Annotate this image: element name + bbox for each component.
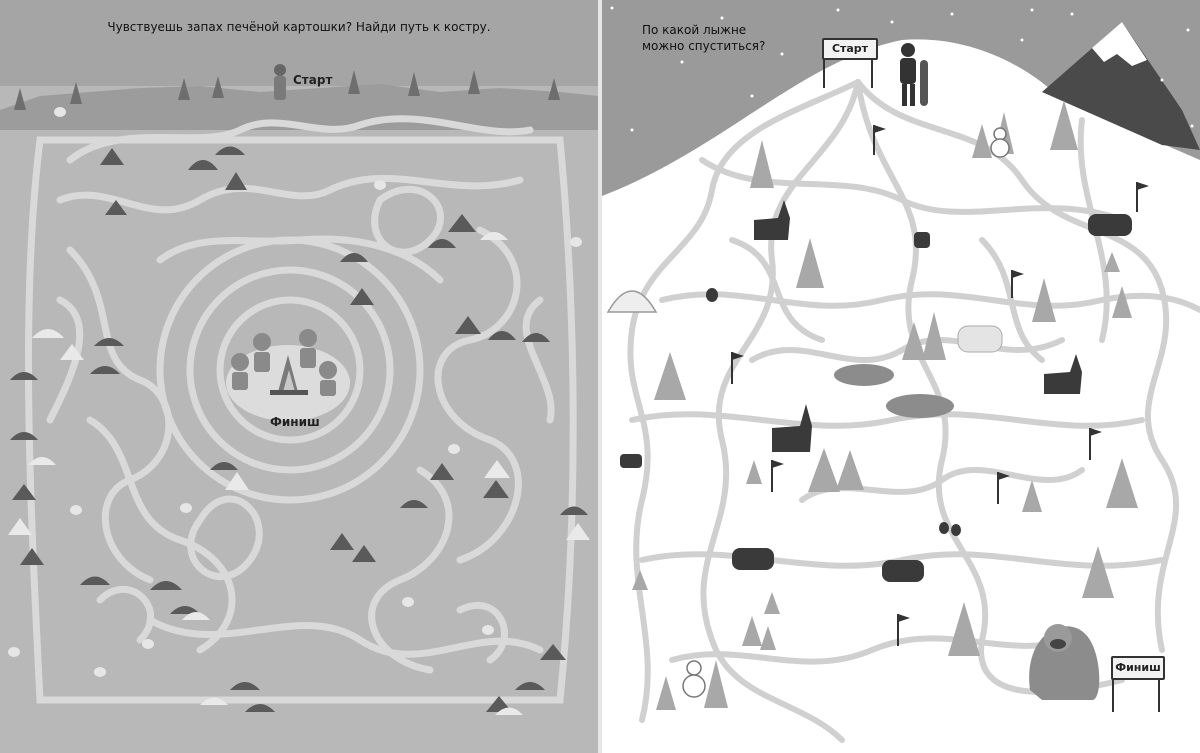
forest-sky <box>0 0 598 86</box>
right-instruction-line-1: По какой лыжне <box>642 23 747 37</box>
maze-walls <box>24 115 577 704</box>
ski-flag-pennants <box>732 125 1149 622</box>
yeti <box>1029 624 1100 700</box>
start-child-figure <box>274 64 286 100</box>
campfire <box>270 355 308 395</box>
forest-maze-illustration <box>0 0 598 715</box>
right-start-sign: Старт <box>822 38 878 60</box>
right-page-ski-maze: По какой лыжне можно спуститься? Старт Ф… <box>602 0 1200 753</box>
deer <box>1044 354 1082 394</box>
forest-hill <box>0 84 598 130</box>
right-maze-instruction: По какой лыжне можно спуститься? <box>642 22 765 54</box>
ski-maze-illustration <box>602 6 1200 753</box>
penguin <box>939 522 949 534</box>
sign-posts <box>823 56 1160 712</box>
light-tents <box>8 232 590 715</box>
animals <box>620 200 1132 582</box>
skier-figure <box>900 43 928 106</box>
left-finish-label: Финиш <box>270 415 320 429</box>
deer <box>772 404 812 452</box>
campers <box>231 329 337 396</box>
igloo <box>606 290 658 313</box>
bear <box>732 548 774 570</box>
fox <box>620 454 642 468</box>
fox <box>914 232 930 248</box>
right-finish-sign: Финиш <box>1111 656 1165 680</box>
frozen-pond <box>886 394 954 418</box>
deer <box>754 200 790 240</box>
penguin <box>706 288 718 302</box>
mountain-peak <box>1042 22 1200 150</box>
page-gutter <box>598 0 602 753</box>
treeline <box>14 70 560 110</box>
frozen-pond <box>834 364 894 386</box>
snowmen <box>682 127 1010 698</box>
right-instruction-line-2: можно спуститься? <box>642 39 766 53</box>
left-page-forest-maze: Чувствуешь запах печёной картошки? Найди… <box>0 0 598 753</box>
snow-dots <box>610 6 1194 132</box>
polar-bear <box>957 325 1003 353</box>
bear <box>882 560 924 582</box>
mountain-snowcap <box>1092 22 1147 66</box>
penguin <box>951 524 961 536</box>
tents <box>10 146 588 712</box>
bear <box>1088 214 1132 236</box>
left-maze-instruction: Чувствуешь запах печёной картошки? Найди… <box>107 20 491 34</box>
bunnies <box>8 107 582 677</box>
left-start-label: Старт <box>293 73 333 87</box>
